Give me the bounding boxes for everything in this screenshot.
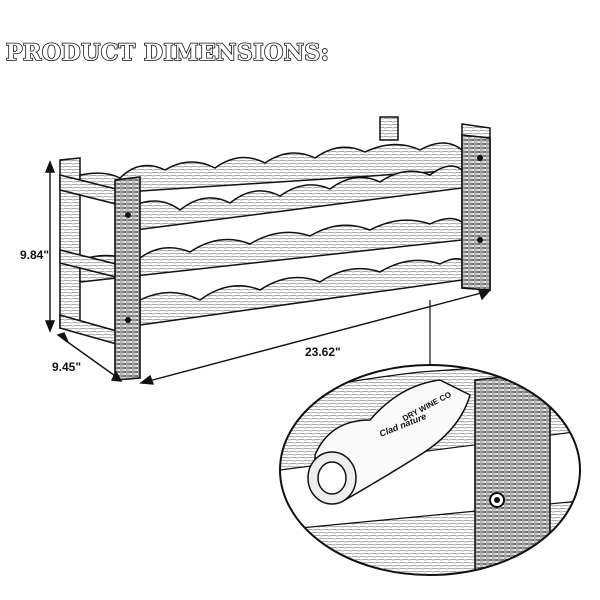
page-title: PRODUCT DIMENSIONS:: [5, 39, 330, 67]
upper-front-rail: [134, 165, 463, 231]
depth-label: 9.45": [52, 360, 82, 374]
width-label: 23.62": [305, 345, 341, 359]
front-left-post: [114, 176, 141, 381]
lower-back-rail: [79, 217, 463, 283]
front-right-post: [461, 134, 491, 291]
wine-bottle-icon: [307, 379, 471, 505]
upper-back-rail: [79, 142, 463, 196]
dimension-lines: [44, 160, 491, 385]
height-label: 9.84": [20, 248, 50, 262]
bolt-icons: [125, 155, 483, 323]
lower-front-rail: [139, 257, 463, 326]
